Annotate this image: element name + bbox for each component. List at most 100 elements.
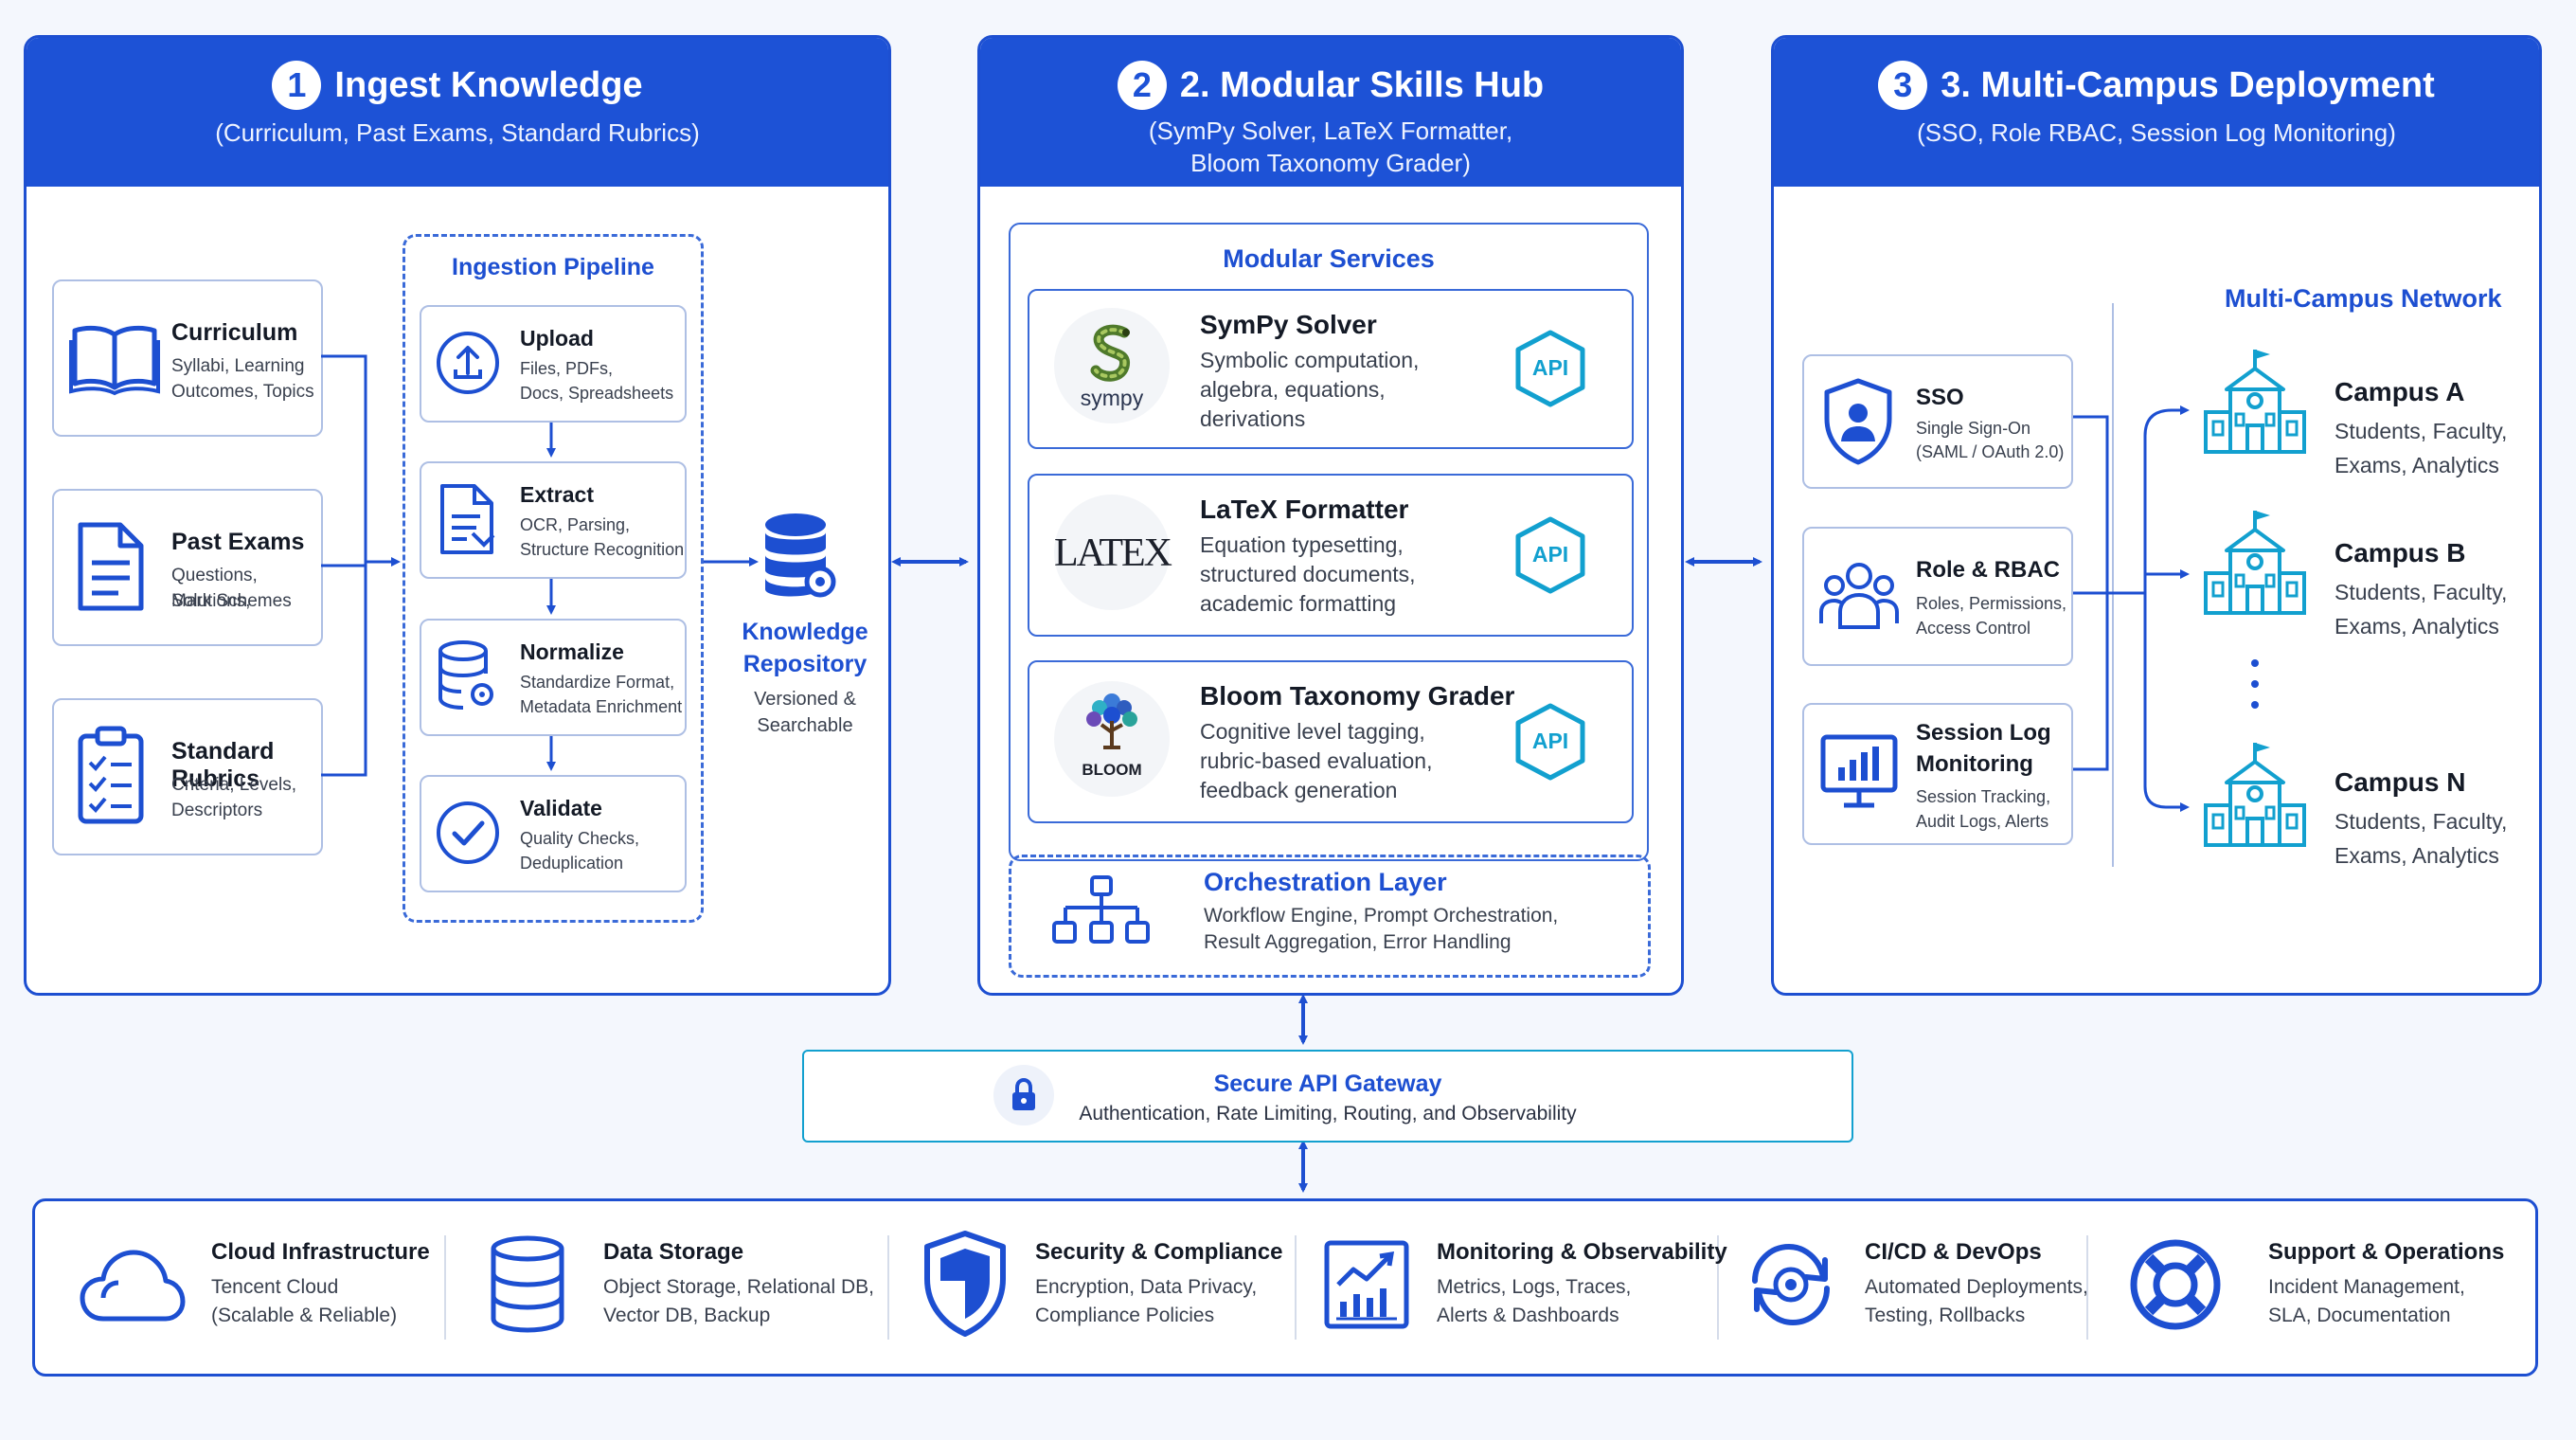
service-desc-line2: algebra, equations, bbox=[1200, 377, 1386, 402]
divider bbox=[887, 1235, 889, 1340]
infra-desc-line1: Tencent Cloud bbox=[211, 1276, 339, 1298]
repository-title: Knowledge Repository bbox=[731, 616, 879, 680]
modular-services-group bbox=[1009, 223, 1649, 861]
control-card-sso[interactable]: SSO Single Sign-On (SAML / OAuth 2.0) bbox=[1802, 354, 2073, 489]
orchestration-title: Orchestration Layer bbox=[1204, 868, 1447, 896]
source-desc-line1: Criteria, Levels, bbox=[171, 775, 296, 795]
infra-desc-line1: Automated Deployments, bbox=[1865, 1276, 2088, 1298]
orchestration-desc-line2: Result Aggregation, Error Handling bbox=[1204, 931, 1512, 953]
service-card-bloom[interactable]: BLOOM Bloom Taxonomy Grader Cognitive le… bbox=[1028, 660, 1634, 823]
step-title: Normalize bbox=[520, 639, 624, 664]
service-title: Bloom Taxonomy Grader bbox=[1200, 681, 1515, 711]
infra-desc-line2: Alerts & Dashboards bbox=[1437, 1305, 1619, 1326]
step-desc-line2: Deduplication bbox=[520, 854, 624, 873]
infra-desc-line1: Incident Management, bbox=[2268, 1276, 2465, 1298]
orchestration-desc-line1: Workflow Engine, Prompt Orchestration, bbox=[1204, 905, 1559, 927]
service-card-sympy[interactable]: sympy SymPy Solver Symbolic computation,… bbox=[1028, 289, 1634, 449]
pipeline-step-validate[interactable]: Validate Quality Checks, Deduplication bbox=[420, 775, 687, 892]
source-desc-line2: Outcomes, Topics bbox=[171, 382, 314, 402]
step-desc-line1: OCR, Parsing, bbox=[520, 515, 631, 534]
monitor-chart-icon bbox=[1820, 734, 1898, 808]
control-card-rbac[interactable]: Role & RBAC Roles, Permissions, Access C… bbox=[1802, 527, 2073, 666]
secure-api-gateway[interactable]: Secure API Gateway Authentication, Rate … bbox=[802, 1050, 1853, 1143]
campus-title: Campus N bbox=[2334, 767, 2466, 797]
users-icon bbox=[1819, 563, 1899, 629]
pipeline-step-upload[interactable]: Upload Files, PDFs, Docs, Spreadsheets bbox=[420, 305, 687, 423]
source-card-past-exams[interactable]: Past Exams Questions, Solutions, Mark Sc… bbox=[52, 489, 323, 646]
repository-title-line1: Knowledge bbox=[742, 619, 868, 645]
source-title: Curriculum bbox=[171, 319, 298, 346]
repository-title-line2: Repository bbox=[742, 651, 868, 677]
step-desc-line2: Metadata Enrichment bbox=[520, 697, 683, 716]
clipboard-checklist-icon bbox=[78, 726, 144, 824]
control-desc-line2: Audit Logs, Alerts bbox=[1916, 812, 2049, 831]
panel-title: 3 3. Multi-Campus Deployment bbox=[1774, 61, 2539, 110]
panel-subtitle: (SSO, Role RBAC, Session Log Monitoring) bbox=[1917, 118, 2396, 147]
pipeline-step-extract[interactable]: Extract OCR, Parsing, Structure Recognit… bbox=[420, 461, 687, 579]
step-desc-line2: Docs, Spreadsheets bbox=[520, 384, 674, 403]
step-title: Validate bbox=[520, 796, 602, 820]
service-desc-line3: derivations bbox=[1200, 406, 1306, 431]
pipeline-title: Ingestion Pipeline bbox=[452, 254, 654, 280]
panel-multi-campus-deployment: 3 3. Multi-Campus Deployment (SSO, Role … bbox=[1771, 35, 2542, 996]
service-desc-line2: structured documents, bbox=[1200, 562, 1416, 586]
snake-icon bbox=[1090, 324, 1130, 382]
campus-building-icon bbox=[2204, 350, 2306, 454]
infra-desc-line2: Vector DB, Backup bbox=[603, 1305, 771, 1326]
step-title: Extract bbox=[520, 482, 594, 507]
step-title: Upload bbox=[520, 326, 594, 351]
service-card-latex[interactable]: LATEX LaTeX Formatter Equation typesetti… bbox=[1028, 474, 1634, 637]
campus-desc-line1: Students, Faculty, bbox=[2334, 419, 2508, 443]
source-card-curriculum[interactable]: Curriculum Syllabi, Learning Outcomes, T… bbox=[52, 279, 323, 437]
control-card-session-log[interactable]: Session Log Monitoring Session Tracking,… bbox=[1802, 703, 2073, 845]
database-settings-icon bbox=[765, 513, 836, 598]
service-desc-line1: Symbolic computation, bbox=[1200, 348, 1420, 372]
lock-icon-badge bbox=[993, 1065, 1054, 1125]
control-title: SSO bbox=[1916, 385, 1964, 410]
source-desc-line2: Descriptors bbox=[171, 801, 263, 820]
control-title-line2: Monitoring bbox=[1916, 751, 2033, 777]
control-desc-line1: Single Sign-On bbox=[1916, 419, 2031, 438]
extract-document-icon bbox=[440, 484, 495, 554]
panel-title: 2 2. Modular Skills Hub bbox=[980, 61, 1681, 110]
source-connector bbox=[321, 354, 759, 777]
infrastructure-bar: Cloud Infrastructure Tencent Cloud (Scal… bbox=[32, 1198, 2538, 1377]
control-desc-line1: Roles, Permissions, bbox=[1916, 594, 2067, 613]
source-desc-line2: Mark Schemes bbox=[171, 591, 292, 611]
bloom-logo-text: BLOOM bbox=[1082, 761, 1142, 779]
campus-building-icon bbox=[2204, 743, 2306, 847]
panel-title: 1 Ingest Knowledge bbox=[27, 61, 888, 110]
orchestration-layer bbox=[1009, 855, 1651, 978]
campus-title: Campus B bbox=[2334, 538, 2466, 567]
book-icon bbox=[69, 325, 160, 396]
service-desc-line3: academic formatting bbox=[1200, 591, 1397, 616]
source-card-standard-rubrics[interactable]: Standard Rubrics Criteria, Levels, Descr… bbox=[52, 698, 323, 855]
services-title: Modular Services bbox=[1223, 244, 1435, 273]
campus-desc-line2: Exams, Analytics bbox=[2334, 614, 2499, 639]
control-desc-line2: (SAML / OAuth 2.0) bbox=[1916, 442, 2065, 461]
latex-logo: LATEX bbox=[1054, 495, 1172, 610]
service-title: LaTeX Formatter bbox=[1200, 495, 1409, 524]
more-campuses-ellipsis-icon bbox=[2251, 659, 2259, 709]
panel-subtitle-line1: (SymPy Solver, LaTeX Formatter, bbox=[1148, 117, 1513, 145]
source-title: Past Exams bbox=[171, 529, 305, 555]
service-title: SymPy Solver bbox=[1200, 310, 1377, 339]
panel-modular-skills-hub: 2 2. Modular Skills Hub (SymPy Solver, L… bbox=[977, 35, 1684, 996]
panel-subtitle: (Curriculum, Past Exams, Standard Rubric… bbox=[215, 118, 700, 147]
cloud-icon bbox=[80, 1250, 186, 1322]
service-desc-line1: Equation typesetting, bbox=[1200, 532, 1404, 557]
panel-subtitle-line2: Bloom Taxonomy Grader) bbox=[1190, 149, 1471, 177]
divider bbox=[2086, 1235, 2088, 1340]
panel-header: 2 2. Modular Skills Hub (SymPy Solver, L… bbox=[980, 38, 1681, 187]
pipeline-step-normalize[interactable]: Normalize Standardize Format, Metadata E… bbox=[420, 619, 687, 736]
infra-title: Security & Compliance bbox=[1035, 1239, 1283, 1265]
bloom-logo: BLOOM bbox=[1054, 681, 1170, 797]
shield-user-icon bbox=[1824, 378, 1892, 465]
campus-title: Campus A bbox=[2334, 377, 2465, 406]
sympy-logo-text: sympy bbox=[1080, 386, 1144, 410]
infra-desc-line2: SLA, Documentation bbox=[2268, 1305, 2451, 1326]
api-badge-label: API bbox=[1531, 729, 1569, 753]
step-desc-line2: Structure Recognition bbox=[520, 540, 685, 559]
infra-desc-line2: Compliance Policies bbox=[1035, 1305, 1215, 1326]
infra-desc-line1: Object Storage, Relational DB, bbox=[603, 1276, 874, 1298]
